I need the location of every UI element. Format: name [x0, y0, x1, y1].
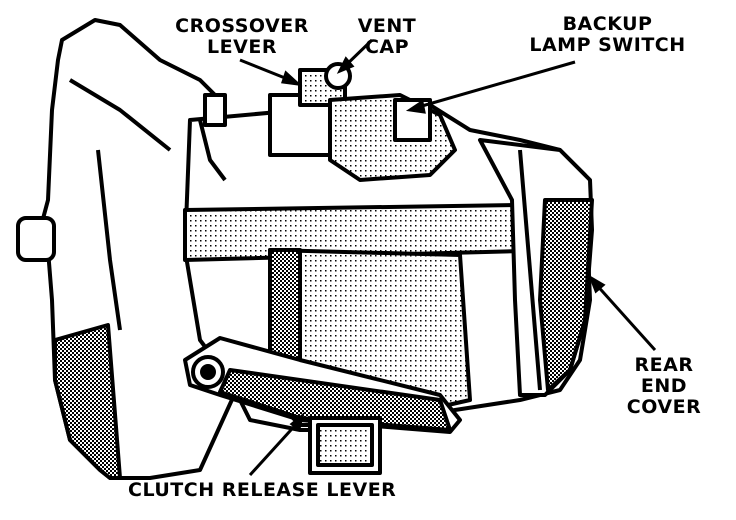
- bell-housing-shade: [53, 323, 122, 480]
- label-crossover-lever: CROSSOVER LEVER: [162, 16, 322, 58]
- bell-rib: [96, 149, 122, 331]
- label-clutch-line1: CLUTCH RELEASE LEVER: [128, 479, 397, 501]
- label-rear-line1: REAR: [634, 354, 694, 376]
- rear-cover-shade: [538, 198, 594, 392]
- label-crossover-line1: CROSSOVER: [175, 15, 309, 37]
- leader-lines: [239, 38, 657, 477]
- label-clutch-release-lever: CLUTCH RELEASE LEVER: [128, 480, 398, 501]
- label-rear-line2: END: [640, 375, 688, 397]
- label-crossover-line2: LEVER: [207, 36, 277, 58]
- leader-rear: [592, 280, 657, 352]
- label-rear-end-cover: REAR END COVER: [624, 355, 704, 418]
- leader-clutch: [248, 418, 302, 477]
- label-backup-lamp-switch: BACKUP LAMP SWITCH: [520, 14, 695, 56]
- crossover-lever-arm: [198, 119, 227, 182]
- label-backup-line2: LAMP SWITCH: [529, 34, 686, 56]
- leader-backup: [414, 60, 576, 110]
- label-vent-line2: CAP: [364, 36, 410, 58]
- bracket: [203, 93, 227, 127]
- input-shaft: [16, 216, 56, 262]
- lower-bracket-shade: [316, 423, 374, 467]
- label-vent-cap: VENT CAP: [352, 16, 422, 58]
- rear-cover-rib: [518, 149, 542, 391]
- bell-rib-2: [68, 78, 172, 152]
- label-rear-line3: COVER: [626, 396, 702, 418]
- label-vent-line1: VENT: [357, 15, 417, 37]
- label-backup-line1: BACKUP: [562, 13, 653, 35]
- lever-pivot-hole: [200, 364, 216, 380]
